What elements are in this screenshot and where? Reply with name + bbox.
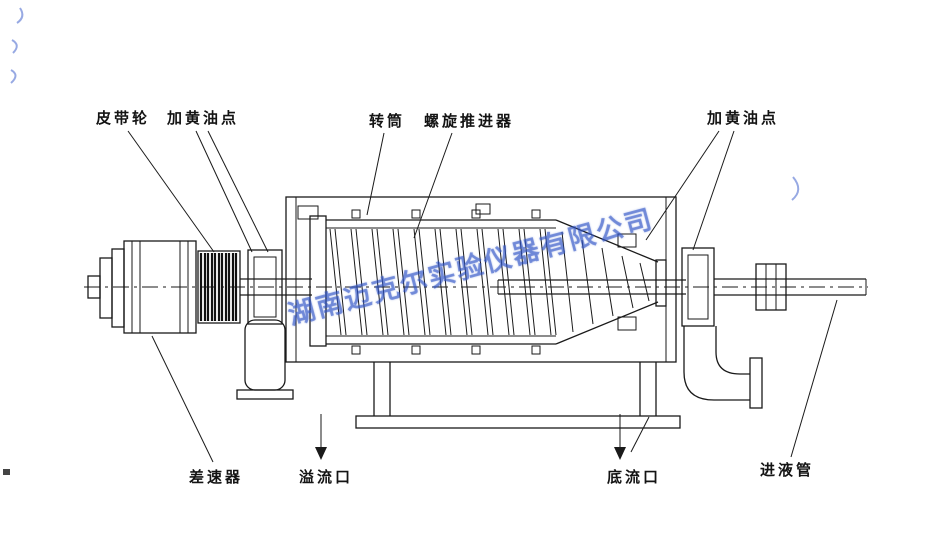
label-underflow-outlet: 底流口 xyxy=(607,469,662,486)
right-bearing-housing xyxy=(681,247,715,327)
rotating-drum xyxy=(309,209,667,355)
label-grease-point-left: 加黄油点 xyxy=(167,110,240,127)
differential-assembly xyxy=(87,240,197,334)
discharge-elbow xyxy=(683,326,763,409)
overflow-down-arrow-icon xyxy=(315,414,327,460)
label-differential: 差速器 xyxy=(189,469,244,486)
label-drum: 转筒 xyxy=(369,113,406,130)
label-feed-pipe: 进液管 xyxy=(760,462,815,479)
feed-tube xyxy=(497,279,686,295)
support-frame xyxy=(355,362,681,429)
left-bearing-pedestal xyxy=(236,249,294,400)
belt-pulley-grooves xyxy=(197,250,241,324)
underflow-down-arrow-icon xyxy=(614,414,626,460)
screw-conveyor-hatching xyxy=(329,228,650,336)
scan-artifacts xyxy=(3,7,800,475)
label-screw-conveyor: 螺旋推进器 xyxy=(424,113,515,130)
label-overflow-outlet: 溢流口 xyxy=(299,469,354,486)
leader-lines xyxy=(127,130,838,463)
label-belt-pulley: 皮带轮 xyxy=(96,110,151,127)
feed-pipe-line xyxy=(714,263,867,311)
label-grease-point-right: 加黄油点 xyxy=(707,110,780,127)
